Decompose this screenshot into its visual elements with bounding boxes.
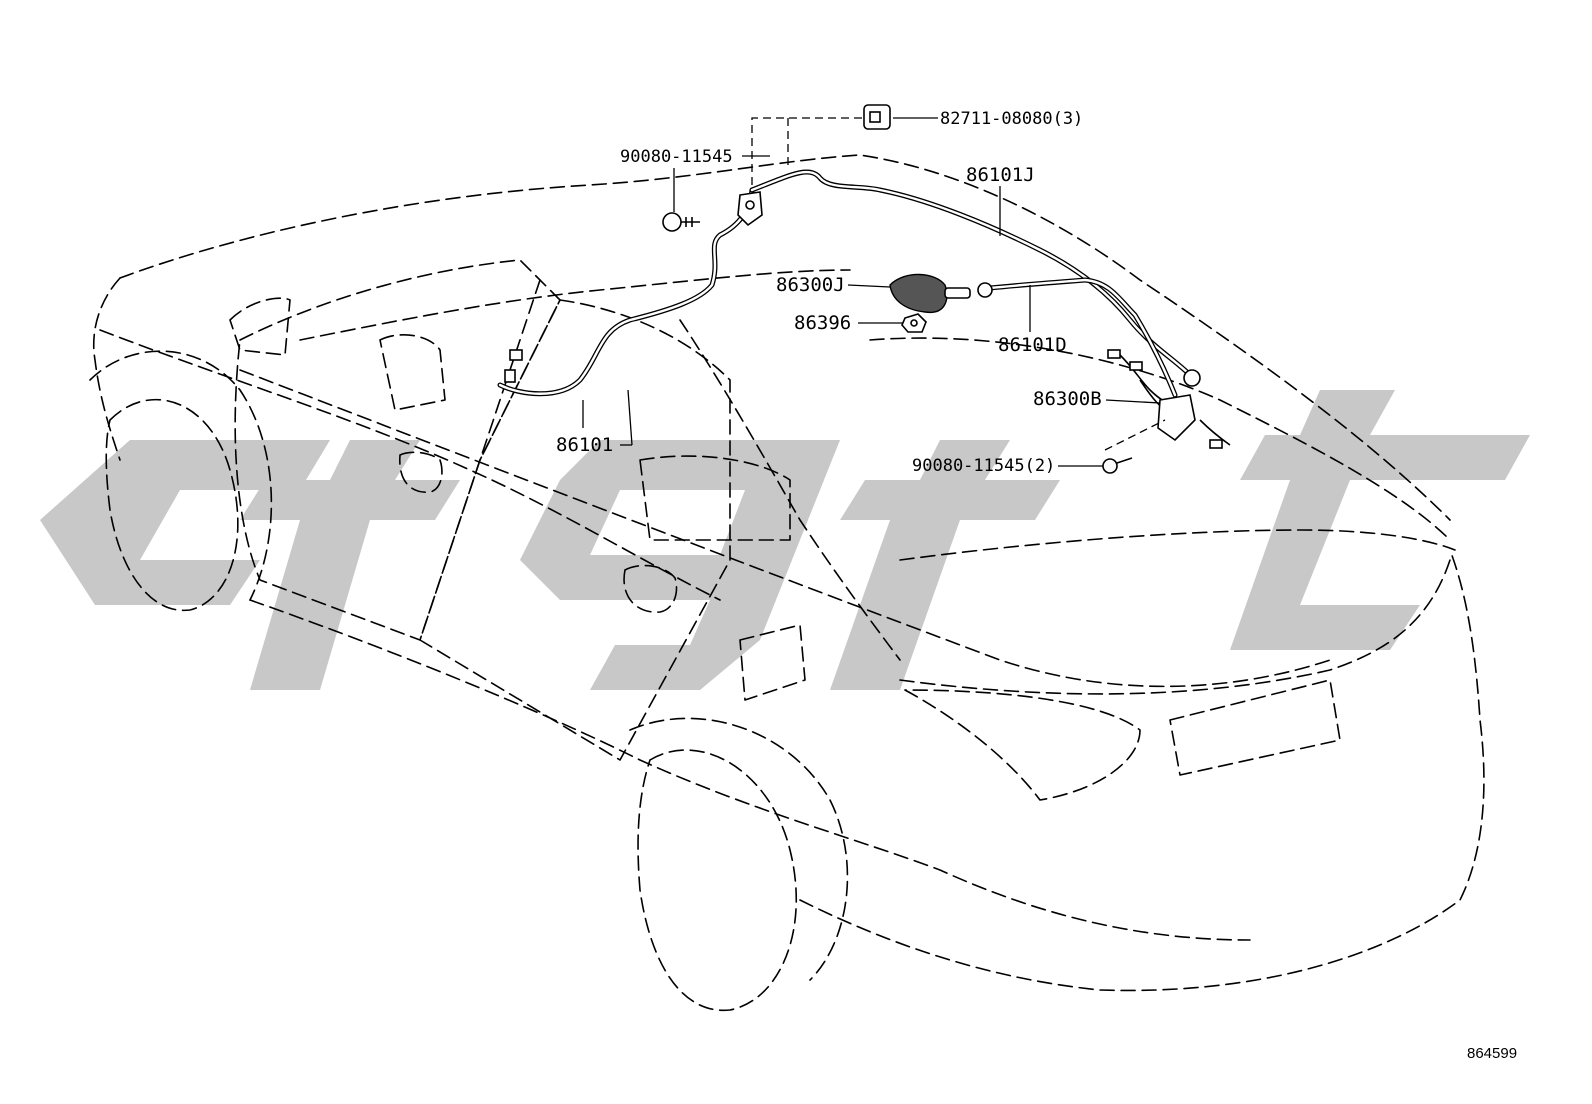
rear-door (419, 299, 731, 761)
cable-86101-run (497, 187, 755, 397)
dashboard (299, 269, 851, 341)
rear-deck (899, 529, 1456, 561)
rear-window (869, 337, 1451, 541)
trunk-lid (899, 559, 1451, 695)
leader-lines (582, 117, 1166, 467)
cable-runs (497, 169, 1231, 446)
fuel-door (739, 624, 806, 701)
diagram-id: 864599 (1467, 1045, 1517, 1062)
cable-86101j-run-inner (750, 170, 1192, 377)
cable-86101-run-inner (498, 188, 754, 395)
front-wheel (105, 398, 239, 612)
watermark-letter-t3 (1230, 390, 1530, 650)
watermark-letter-t2 (830, 440, 1060, 690)
c-pillar (679, 319, 901, 661)
cable-86101d-run-inner (988, 278, 1177, 397)
watermark-letter-t (240, 440, 460, 690)
watermark (40, 390, 1530, 690)
label-amp-b: 86300B (1033, 388, 1102, 410)
label-bolt-rear: 90080-11545(2) (912, 456, 1055, 476)
label-nut: 86396 (794, 312, 851, 334)
front-wheel-arch (89, 350, 273, 601)
tail-light (904, 689, 1141, 801)
windshield-base (99, 329, 721, 601)
license-plate (1169, 679, 1341, 776)
amplifier-b-icon (1107, 349, 1223, 449)
front-handle (399, 451, 443, 493)
callout-labels: 82711-08080(3) 90080-11545 86101J 86300J… (556, 109, 1517, 1062)
bolt-icon (662, 212, 700, 232)
front-bracket-icon (737, 191, 763, 227)
dash-connector-icon (504, 349, 523, 383)
hood-line (92, 277, 121, 461)
mirror (229, 297, 291, 356)
seat-back-front (379, 334, 446, 411)
rear-handle (623, 564, 678, 613)
label-amp-j: 86300J (776, 274, 845, 296)
rear-seat (639, 455, 791, 541)
rear-wheel (637, 749, 798, 1011)
rear-bumper (799, 549, 1485, 992)
watermark-letter-c (40, 440, 330, 605)
rear-wheel-arch (629, 717, 849, 981)
label-clip: 82711-08080(3) (940, 109, 1083, 129)
part-icons (504, 104, 1223, 474)
label-bolt-front: 90080-11545 (620, 147, 733, 167)
beltline (239, 369, 1331, 688)
vehicle-outline (89, 154, 1485, 1011)
amplifier-j-icon (889, 273, 993, 314)
label-cable-d: 86101D (998, 334, 1067, 356)
nut-icon (901, 313, 927, 333)
label-cable-j: 86101J (966, 164, 1035, 186)
roof-line (119, 154, 1451, 521)
label-cable: 86101 (556, 434, 613, 456)
side-sill (249, 599, 1251, 941)
rear-bolt-icon (1102, 457, 1133, 474)
watermark-letter-g (520, 440, 840, 690)
clip-icon (863, 104, 891, 130)
